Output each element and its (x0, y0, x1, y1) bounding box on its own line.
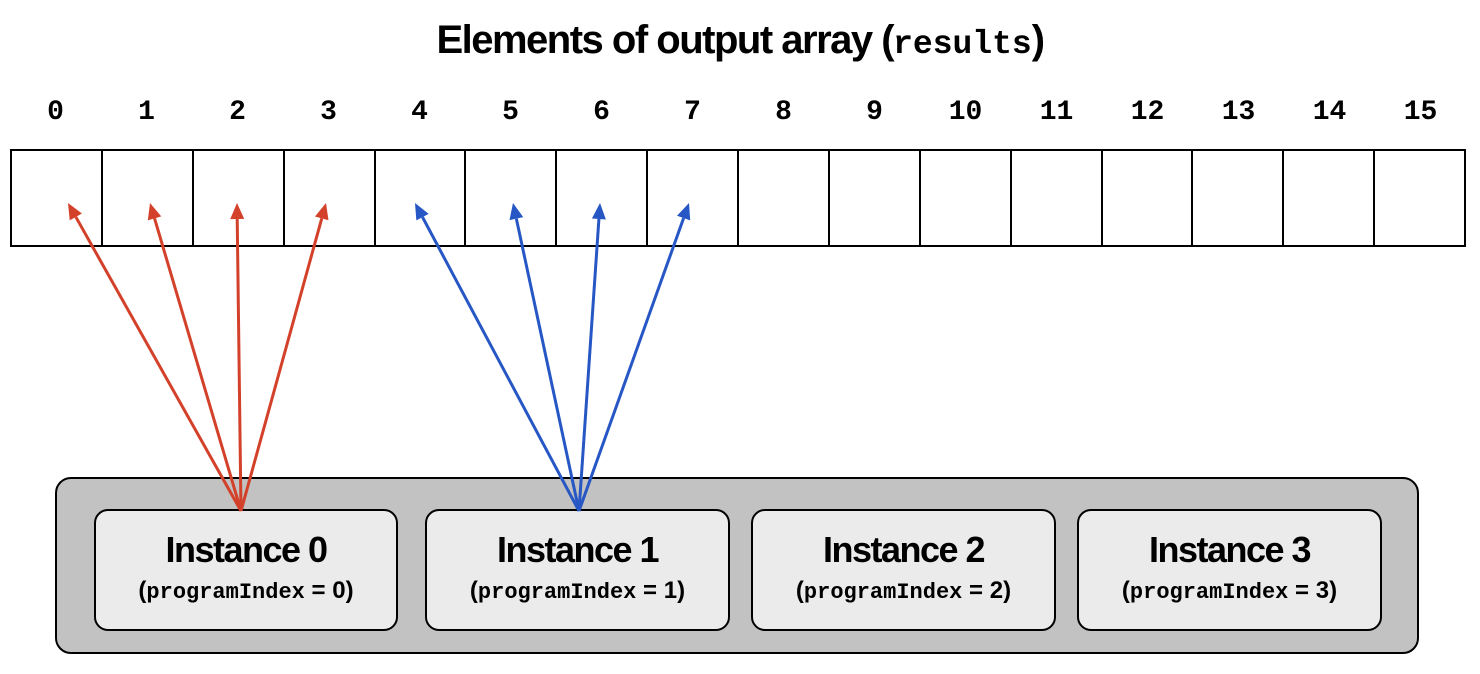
array-cell-10 (921, 151, 1012, 245)
instance-name: Instance 1 (496, 529, 660, 570)
array-index-7: 7 (684, 97, 701, 128)
arrowhead-element-2 (230, 203, 245, 220)
diagram-title: Elements of output array (results) (436, 18, 1045, 63)
arrowhead-element-5 (509, 203, 524, 221)
array-index-0: 0 (47, 97, 64, 128)
output-array (10, 149, 1466, 247)
array-cell-12 (1103, 151, 1194, 245)
array-cell-5 (466, 151, 558, 245)
array-index-10: 10 (948, 97, 983, 128)
arrowhead-element-3 (314, 203, 329, 221)
array-cell-11 (1012, 151, 1103, 245)
array-cell-0 (12, 151, 103, 245)
array-cell-4 (376, 151, 467, 245)
instance-index: (programIndex = 1) (469, 577, 686, 605)
array-index-5: 5 (502, 97, 519, 128)
array-index-12: 12 (1130, 97, 1165, 128)
arrow-instance-1-to-element-6 (577, 218, 601, 512)
array-index-11: 11 (1039, 97, 1074, 128)
instance-index: (programIndex = 2) (795, 577, 1012, 605)
arrowhead-element-7 (677, 203, 691, 221)
arrow-instance-0-to-element-1 (153, 217, 243, 512)
array-cell-6 (557, 151, 649, 245)
instance-box-3: Instance 3 (programIndex = 3) (1077, 509, 1382, 631)
instance-index: (programIndex = 3) (1121, 577, 1338, 605)
array-index-3: 3 (320, 97, 337, 128)
arrowhead-element-1 (147, 203, 162, 221)
instance-name: Instance 3 (1148, 529, 1312, 570)
array-cell-8 (739, 151, 830, 245)
arrowhead-element-6 (591, 203, 606, 220)
array-index-14: 14 (1312, 97, 1347, 128)
array-index-2: 2 (229, 97, 246, 128)
array-cell-7 (648, 151, 739, 245)
array-cell-13 (1193, 151, 1285, 245)
instance-name: Instance 2 (822, 529, 986, 570)
arrow-instance-0-to-element-0 (74, 216, 243, 512)
array-index-15: 15 (1403, 97, 1438, 128)
array-index-6: 6 (593, 97, 610, 128)
instance-name: Instance 0 (165, 529, 328, 570)
array-cell-14 (1284, 151, 1376, 245)
instance-box-2: Instance 2 (programIndex = 2) (751, 509, 1056, 631)
arrow-instance-0-to-element-2 (235, 218, 243, 512)
instance-box-1: Instance 1 (programIndex = 1) (425, 509, 730, 631)
array-cell-3 (285, 151, 376, 245)
array-index-9: 9 (866, 97, 883, 128)
arrow-instance-0-to-element-3 (239, 218, 324, 512)
instance-box-0: Instance 0 (programIndex = 0) (94, 509, 398, 631)
array-index-1: 1 (138, 97, 155, 128)
array-cell-2 (194, 151, 285, 245)
array-cell-1 (103, 151, 194, 245)
title-text: Elements of output array (436, 18, 873, 62)
arrow-instance-1-to-element-7 (577, 217, 686, 512)
arrow-instance-1-to-element-4 (421, 216, 581, 512)
arrowhead-element-0 (68, 203, 82, 221)
array-index-13: 13 (1221, 97, 1256, 128)
instance-index: (programIndex = 0) (138, 577, 354, 605)
array-index-8: 8 (775, 97, 792, 128)
arrow-instance-1-to-element-5 (514, 218, 581, 512)
arrowhead-element-4 (415, 203, 429, 221)
title-code: results (893, 26, 1032, 63)
array-cell-9 (830, 151, 921, 245)
array-index-4: 4 (411, 97, 428, 128)
